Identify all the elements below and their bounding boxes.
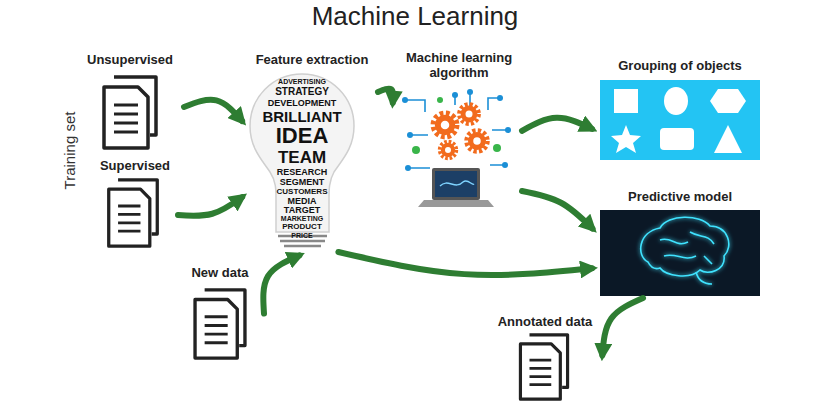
word-cloud-word: CUSTOMERS [277,188,328,196]
brain-panel [600,210,760,296]
grouping-panel: Grouping of objects [596,58,764,162]
node-heading: Annotated data [490,314,600,329]
node-heading: New data [176,265,264,280]
flow-arrow [178,197,242,216]
flow-arrow [602,298,643,355]
node-heading: Unsupervised [76,52,184,67]
flow-arrow [338,252,592,275]
node-heading: Grouping of objects [596,58,764,73]
word-cloud-word: PRODUCT [282,223,322,231]
flow-arrow [378,89,393,103]
flow-arrow [522,118,592,131]
document-icon: Unsupervised [76,52,184,152]
grouping-panel [600,80,760,160]
lightbulb [250,74,354,246]
axis-label: Training set [63,111,78,189]
document-icon: New data [176,265,264,362]
word-cloud-word: MEDIA [288,197,317,206]
word-cloud-word: IDEA [276,125,329,147]
word-cloud-word: TEAM [278,149,326,166]
flow-arrow [263,255,299,313]
flow-arrow [522,191,592,229]
node-heading: Supervised [92,158,178,173]
word-cloud-word: STRATEGY [275,87,329,97]
algorithm-illustration [402,89,511,207]
word-cloud-word: RESEARCH [277,168,328,177]
word-cloud-word: PRICE [291,232,312,239]
word-cloud-word: BRILLIANT [262,109,341,124]
node-heading: Predictive model [596,189,764,204]
document-icon: Annotated data [490,314,600,403]
word-cloud-word: TARGET [284,206,320,215]
flow-arrow [184,100,242,121]
node-heading: Machine learning algorithm [396,50,522,80]
predictive-panel: Predictive model [596,189,764,298]
word-cloud-word: ADVERTISING [278,78,326,85]
diagram-title: Machine Learning [0,1,830,31]
word-cloud-word: MARKETING [281,215,323,222]
algorithm-node: Machine learning algorithm [396,50,522,222]
document-icon: Supervised [92,158,178,250]
node-heading: Feature extraction [246,52,378,67]
word-cloud-word: SEGMENT [280,178,325,187]
word-cloud-word: DEVELOPMENT [268,99,337,108]
